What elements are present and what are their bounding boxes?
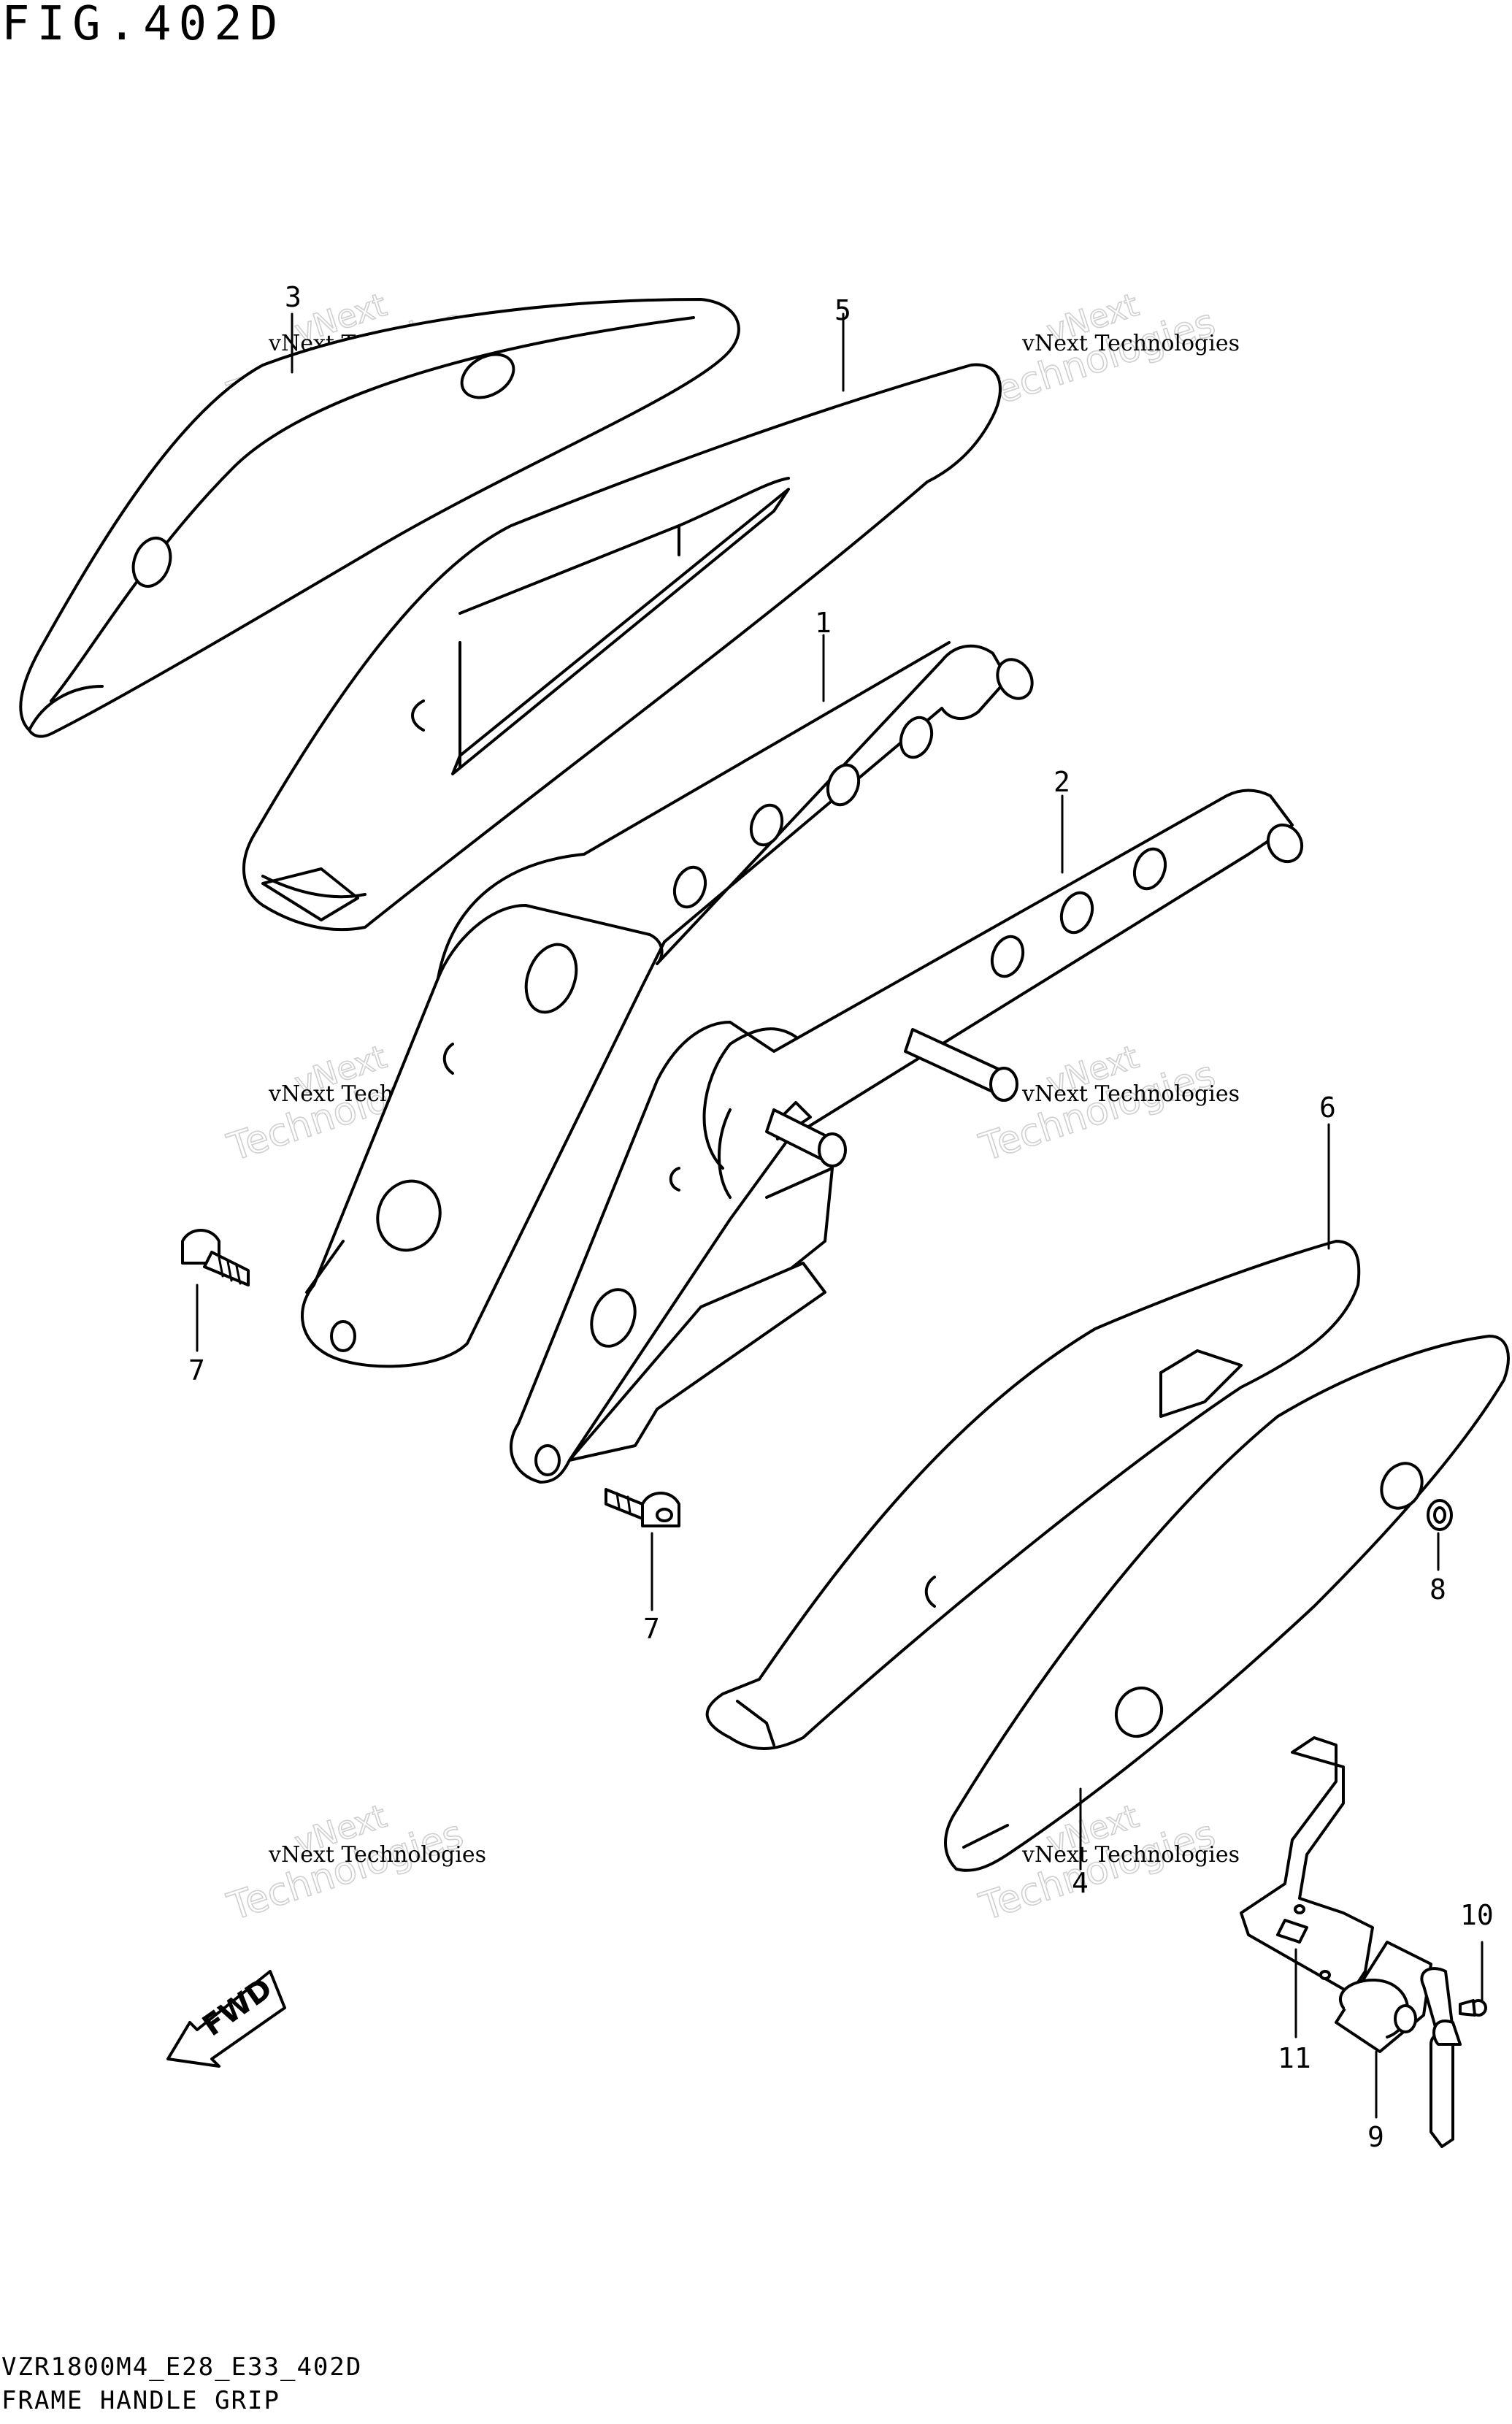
- part-10-screw: [1459, 1999, 1487, 2017]
- part-1-frame-bracket: [301, 641, 1034, 1368]
- svg-text:vNext Technologies: vNext Technologies: [1021, 1842, 1240, 1868]
- watermark-4: Technologies vNext vNext Technologies: [974, 1038, 1240, 1170]
- callout-2: 2: [1054, 766, 1070, 798]
- part-6-grip-cover: [705, 1240, 1361, 1750]
- callout-11: 11: [1278, 2042, 1311, 2074]
- part-8-nut: [1427, 1499, 1453, 1531]
- svg-text:vNext Technologies: vNext Technologies: [1021, 331, 1240, 356]
- watermark-5: Technologies vNext vNext Technologies: [222, 1797, 486, 1930]
- part-7-screw-a: [181, 1229, 250, 1286]
- part-11-lock-bracket: [1240, 1736, 1374, 1995]
- callout-9: 9: [1367, 2121, 1384, 2153]
- callout-4: 4: [1072, 1867, 1089, 1899]
- part-9-lock: [1335, 1941, 1462, 2148]
- part-7-screw-b: [605, 1488, 680, 1527]
- callout-8: 8: [1430, 1573, 1446, 1606]
- callout-1: 1: [815, 607, 832, 639]
- part-4-grip-cover: [944, 1335, 1510, 1872]
- figure-title: FIG.402D: [1, 0, 285, 51]
- svg-text:vNext Technologies: vNext Technologies: [268, 1842, 486, 1868]
- svg-text:vNext Technologies: vNext Technologies: [1021, 1081, 1240, 1107]
- callout-7b: 7: [643, 1613, 660, 1645]
- watermark-2: Technologies vNext vNext Technologies: [974, 285, 1240, 418]
- part-5-grip-cover: [242, 363, 1002, 932]
- figure-name: FRAME HANDLE GRIP: [1, 2386, 280, 2415]
- part-2-frame-bracket: [510, 789, 1304, 1484]
- callout-6: 6: [1319, 1092, 1336, 1124]
- callout-10: 10: [1460, 1899, 1494, 1931]
- figure-code: VZR1800M4_E28_E33_402D: [1, 2352, 363, 2382]
- leader-lines: [196, 312, 1484, 2119]
- callout-5: 5: [834, 294, 851, 326]
- callout-3: 3: [285, 281, 302, 313]
- part-3-grip-cover: [19, 298, 740, 738]
- fwd-arrow-icon: FWD: [166, 1970, 286, 2068]
- callout-7a: 7: [188, 1354, 205, 1386]
